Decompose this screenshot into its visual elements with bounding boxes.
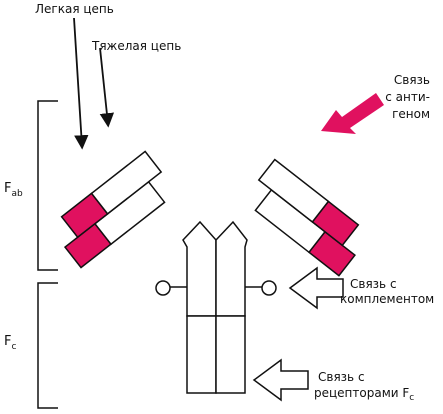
fab-region-label: Fab xyxy=(4,181,23,199)
right-hinge xyxy=(215,220,248,317)
fab-bracket xyxy=(37,100,58,271)
left-complement-knob xyxy=(155,280,171,296)
antigen-binding-arrow xyxy=(321,93,384,134)
left-hinge xyxy=(182,220,217,317)
complement-binding-arrow xyxy=(288,266,344,310)
light-chain-label: Легкая цепь xyxy=(35,2,114,16)
antigen-binding-label-line3: геном xyxy=(392,107,430,121)
heavy-chain-pointer xyxy=(99,47,115,128)
antigen-binding-label-line2: с анти- xyxy=(385,90,430,104)
fc-bracket xyxy=(37,282,58,409)
light-chain-pointer xyxy=(73,17,89,150)
complement-binding-label-line2: комплементом xyxy=(340,292,434,306)
left-fab-arm xyxy=(60,150,166,269)
receptor-binding-label-line1: Связь с xyxy=(318,370,365,384)
right-complement-knob xyxy=(261,280,277,296)
right-heavy-chain-constant xyxy=(257,158,330,223)
heavy-chain-label: Тяжелая цепь xyxy=(91,39,181,53)
receptor-binding-label-line2: рецепторами Fc xyxy=(314,386,414,403)
right-fc-domain xyxy=(215,315,246,394)
right-fab-arm xyxy=(254,158,360,277)
left-fc-domain xyxy=(186,315,217,394)
fc-region-label: Fc xyxy=(4,334,16,352)
antigen-binding-label-line1: Связь xyxy=(394,73,430,87)
receptor-binding-arrow xyxy=(252,358,309,402)
complement-binding-label-line1: Связь с xyxy=(350,277,397,291)
left-heavy-chain-constant xyxy=(90,150,163,215)
